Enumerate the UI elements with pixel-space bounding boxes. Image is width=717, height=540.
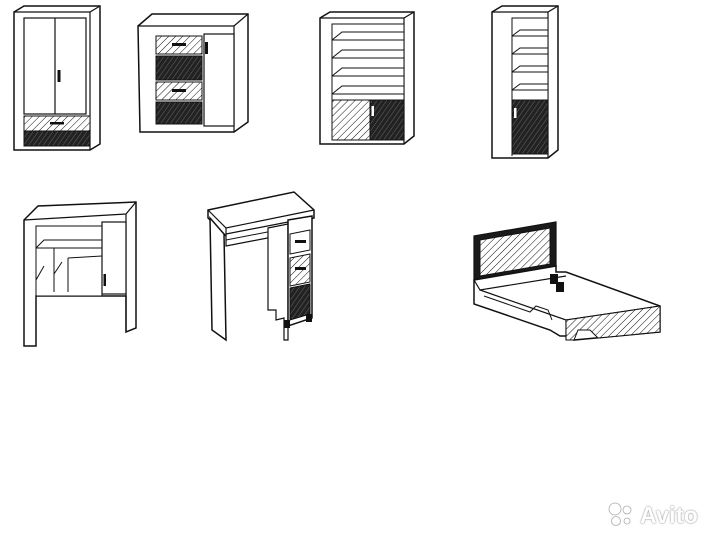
shelf-unit-icon	[23, 201, 137, 347]
chest-of-drawers	[136, 12, 252, 134]
watermark-text: Avito	[640, 501, 699, 528]
writing-desk	[206, 190, 318, 344]
desk-hutch	[22, 200, 140, 350]
wardrobe-icon	[13, 5, 101, 151]
desk-icon	[207, 191, 315, 342]
bookcase-icon	[491, 5, 559, 159]
avito-watermark: Avito	[606, 498, 710, 532]
bookcase-icon	[319, 11, 415, 145]
wardrobe-two-door	[10, 4, 104, 154]
bookcase-narrow	[490, 4, 562, 160]
avito-logo-icon	[608, 502, 632, 526]
bookcase-wide	[318, 10, 418, 148]
dresser-icon	[137, 13, 249, 133]
single-bed	[470, 220, 664, 344]
bed-icon	[473, 221, 661, 341]
